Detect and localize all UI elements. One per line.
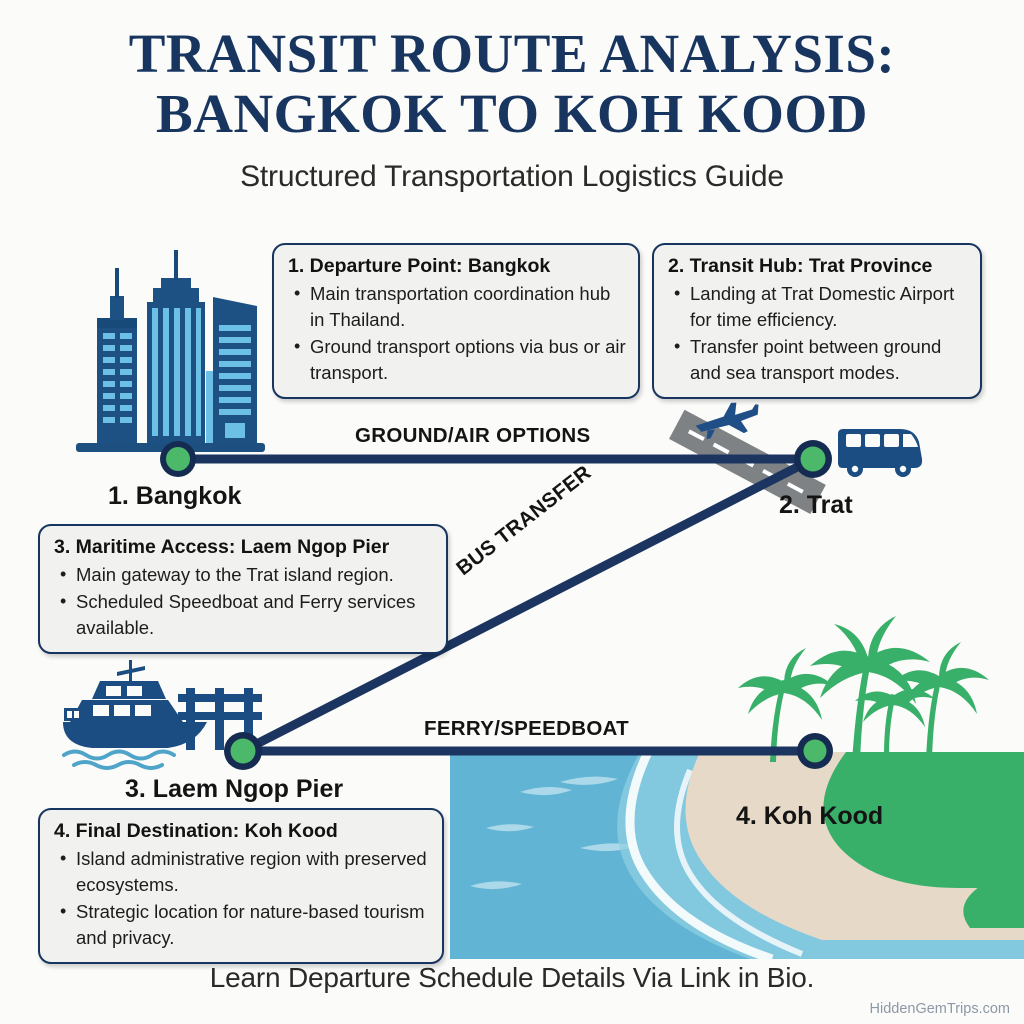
info-card-title: 3. Maritime Access: Laem Ngop Pier — [54, 536, 390, 558]
palm-trees-icon — [738, 616, 989, 762]
route-segment-label-ferry-speedboat: FERRY/SPEEDBOAT — [424, 717, 629, 740]
route-node-trat[interactable] — [794, 440, 832, 478]
route-segment-label-ground-air: GROUND/AIR OPTIONS — [355, 424, 591, 447]
footer-cta-text: Learn Departure Schedule Details Via Lin… — [209, 962, 815, 993]
city-skyline-icon — [76, 250, 265, 452]
watermark-text: HiddenGemTrips.com — [869, 1001, 1010, 1017]
route-node-label-laem-ngop-pier: 3. Laem Ngop Pier — [125, 775, 344, 803]
page-title-line-1: TRANSIT ROUTE ANALYSIS: — [128, 23, 896, 84]
info-card-title: 2. Transit Hub: Trat Province — [668, 255, 933, 277]
route-node-koh-kood[interactable] — [797, 733, 833, 769]
info-card-bullet: Scheduled Speedboat and Ferry services a… — [60, 588, 434, 641]
info-card-final-destination: 4. Final Destination: Koh Kood Island ad… — [38, 808, 444, 964]
route-node-label-bangkok: 1. Bangkok — [108, 482, 242, 510]
info-card-departure-point: 1. Departure Point: Bangkok Main transpo… — [272, 243, 640, 399]
info-card-bullet-list: Main transportation coordination hub in … — [288, 280, 626, 386]
route-node-laem-ngop-pier[interactable] — [224, 732, 262, 770]
boat-pier-icon — [62, 660, 262, 770]
info-card-bullet: Island administrative region with preser… — [60, 845, 430, 898]
route-node-label-koh-kood: 4. Koh Kood — [736, 802, 884, 830]
page-subtitle: Structured Transportation Logistics Guid… — [240, 160, 784, 193]
info-card-bullet-list: Main gateway to the Trat island region. … — [54, 561, 434, 641]
info-card-bullet-list: Island administrative region with preser… — [54, 845, 430, 951]
info-card-transit-hub: 2. Transit Hub: Trat Province Landing at… — [652, 243, 982, 399]
page-header: TRANSIT ROUTE ANALYSIS: BANGKOK TO KOH K… — [0, 24, 1024, 194]
info-card-title: 4. Final Destination: Koh Kood — [54, 820, 338, 842]
info-card-bullet: Transfer point between ground and sea tr… — [674, 333, 968, 386]
island-beach-icon — [450, 616, 1024, 959]
info-card-bullet: Ground transport options via bus or air … — [294, 333, 626, 386]
info-card-bullet: Main transportation coordination hub in … — [294, 280, 626, 333]
route-segment-bus-transfer — [238, 454, 818, 756]
info-card-maritime-access: 3. Maritime Access: Laem Ngop Pier Main … — [38, 524, 448, 654]
info-card-title: 1. Departure Point: Bangkok — [288, 255, 551, 277]
info-card-bullet-list: Landing at Trat Domestic Airport for tim… — [668, 280, 968, 386]
bus-icon — [838, 429, 923, 477]
info-card-bullet: Strategic location for nature-based tour… — [60, 898, 430, 951]
page-title-line-2: BANGKOK TO KOH KOOD — [156, 83, 868, 144]
route-node-label-trat: 2. Trat — [779, 491, 853, 519]
route-node-bangkok[interactable] — [160, 441, 196, 477]
info-card-bullet: Landing at Trat Domestic Airport for tim… — [674, 280, 968, 333]
info-card-bullet: Main gateway to the Trat island region. — [60, 561, 434, 588]
